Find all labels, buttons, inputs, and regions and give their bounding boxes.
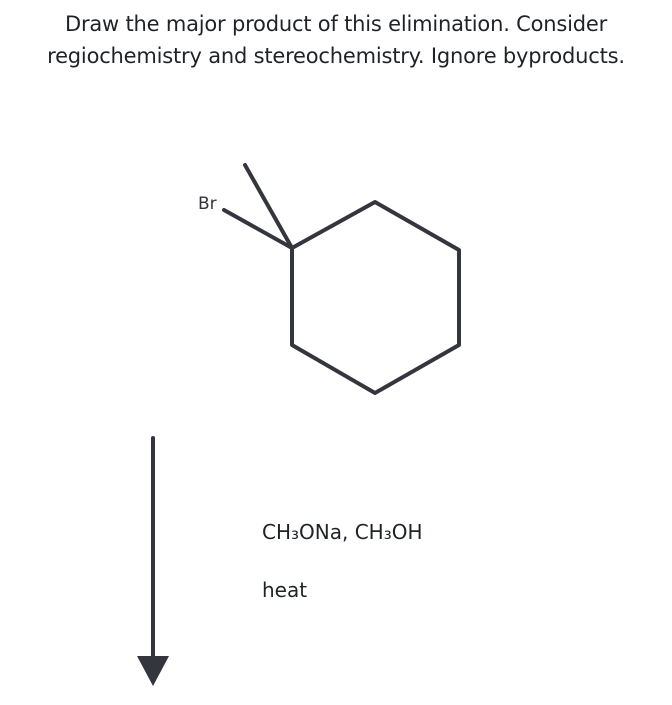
question-text: Draw the major product of this eliminati… [0, 8, 672, 72]
methyl-bond [243, 163, 294, 250]
heat-label: heat [262, 578, 308, 602]
bromine-label: Br [198, 194, 217, 214]
reagents-label: CH₃ONa, CH₃OH [262, 520, 423, 544]
c-br-bond [222, 208, 294, 250]
question-line-2: regiochemistry and stereochemistry. Igno… [47, 44, 625, 68]
cyclohexane-ring [290, 200, 461, 395]
reaction-arrow-head [137, 656, 169, 686]
question-line-1: Draw the major product of this eliminati… [64, 12, 608, 36]
